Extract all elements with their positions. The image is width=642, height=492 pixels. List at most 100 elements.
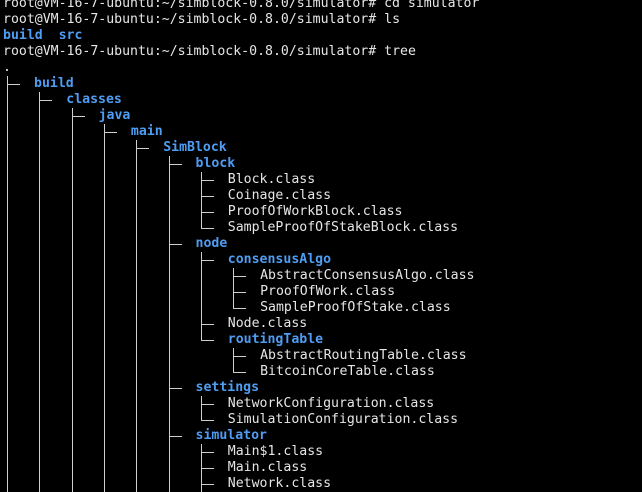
tree-guide-line <box>71 396 73 412</box>
tree-file-entry: Main$1.class <box>228 444 323 460</box>
tree-dir-entry: routingTable <box>228 332 323 348</box>
tree-trunk-line <box>168 380 170 396</box>
tree-guide-line <box>103 268 105 284</box>
shell-prompt: root@VM-16-7-ubuntu:~/simblock-0.8.0/sim… <box>3 44 377 59</box>
tree-guide-line <box>7 364 8 380</box>
tree-trunk-line <box>200 172 202 188</box>
tree-guide-line <box>103 140 105 156</box>
tree-trunk-line <box>200 204 202 220</box>
tree-guide-line <box>136 156 138 172</box>
tree-guide-line <box>71 428 73 444</box>
tree-trunk-line <box>200 396 202 412</box>
ls-output: build src <box>3 28 82 44</box>
tree-trunk-line <box>200 188 202 204</box>
tree-guide-line <box>136 444 138 460</box>
tree-guide-line <box>7 396 8 412</box>
tree-dir-entry: simulator <box>196 428 267 444</box>
tree-guide-line <box>7 444 8 460</box>
tree-trunk-line <box>233 268 235 284</box>
tree-guide-line <box>71 124 73 140</box>
tree-guide-line <box>39 316 41 332</box>
tree-guide-line <box>71 156 73 172</box>
tree-branch-line <box>200 260 214 261</box>
prompt-line-tree: root@VM-16-7-ubuntu:~/simblock-0.8.0/sim… <box>3 44 416 60</box>
tree-trunk-line <box>233 284 235 300</box>
tree-guide-line <box>168 460 170 476</box>
tree-branch-line <box>200 228 214 229</box>
directory-name: simulator <box>195 428 267 443</box>
tree-dir-entry: java <box>99 108 131 124</box>
tree-guide-line <box>7 124 8 140</box>
tree-file-entry: SampleProofOfStakeBlock.class <box>228 220 458 236</box>
tree-guide-line <box>200 300 202 316</box>
file-name: Main$1.class <box>227 444 324 459</box>
tree-file-entry: SimulationConfiguration.class <box>228 412 458 428</box>
tree-guide-line <box>39 156 41 172</box>
tree-guide-line <box>71 460 73 476</box>
tree-guide-line <box>7 268 8 284</box>
tree-guide-line <box>168 284 170 300</box>
tree-guide-line <box>103 332 105 348</box>
tree-guide-line <box>7 412 8 428</box>
tree-guide-line <box>39 236 41 252</box>
tree-guide-line <box>168 364 170 380</box>
file-name: Coinage.class <box>227 188 332 203</box>
tree-guide-line <box>71 220 73 236</box>
tree-guide-line <box>7 316 8 332</box>
tree-guide-line <box>39 108 41 124</box>
tree-guide-line <box>168 332 170 348</box>
tree-guide-line <box>7 188 8 204</box>
tree-branch-line <box>200 340 214 341</box>
file-name: AbstractConsensusAlgo.class <box>260 268 475 283</box>
tree-branch-line <box>233 276 247 277</box>
directory-name: SimBlock <box>163 140 227 155</box>
tree-guide-line <box>39 300 41 316</box>
tree-guide-line <box>168 412 170 428</box>
tree-guide-line <box>168 348 170 364</box>
tree-guide-line <box>200 284 202 300</box>
tree-branch-line <box>200 452 214 453</box>
shell-prompt: root@VM-16-7-ubuntu:~/simblock-0.8.0/sim… <box>3 12 377 27</box>
tree-guide-line <box>71 284 73 300</box>
tree-guide-line <box>136 284 138 300</box>
tree-trunk-line <box>233 364 235 373</box>
tree-file-entry: Coinage.class <box>228 188 331 204</box>
tree-guide-line <box>39 476 41 492</box>
tree-dir-entry: block <box>196 156 236 172</box>
file-name: ProofOfWorkBlock.class <box>227 204 403 219</box>
tree-guide-line <box>71 140 73 156</box>
tree-guide-line <box>136 188 138 204</box>
tree-trunk-line <box>71 108 73 124</box>
tree-guide-line <box>136 428 138 444</box>
tree-guide-line <box>136 460 138 476</box>
file-name: SampleProofOfStakeBlock.class <box>227 220 459 235</box>
tree-guide-line <box>136 476 138 492</box>
tree-guide-line <box>103 460 105 476</box>
tree-guide-line <box>39 268 41 284</box>
file-name: Network.class <box>227 476 332 491</box>
tree-guide-line <box>168 300 170 316</box>
tree-guide-line <box>136 396 138 412</box>
tree-trunk-line <box>233 300 235 309</box>
directory-name: settings <box>195 380 260 395</box>
tree-guide-line <box>39 172 41 188</box>
tree-branch-line <box>200 484 214 485</box>
tree-guide-line <box>168 268 170 284</box>
tree-guide-line <box>71 316 73 332</box>
tree-branch-line <box>200 420 214 421</box>
tree-trunk-line <box>39 92 41 108</box>
ls-entry-src: src <box>58 28 83 43</box>
tree-guide-line <box>39 364 41 380</box>
tree-guide-line <box>39 332 41 348</box>
tree-guide-line <box>71 380 73 396</box>
tree-branch-line <box>168 244 182 245</box>
directory-name: consensusAlgo <box>227 252 332 267</box>
tree-guide-line <box>71 348 73 364</box>
tree-guide-line <box>7 476 8 492</box>
tree-guide-line <box>71 364 73 380</box>
tree-guide-line <box>168 252 170 268</box>
tree-guide-line <box>7 348 8 364</box>
tree-dir-entry: classes <box>66 92 122 108</box>
tree-guide-line <box>103 476 105 492</box>
tree-guide-line <box>7 252 8 268</box>
